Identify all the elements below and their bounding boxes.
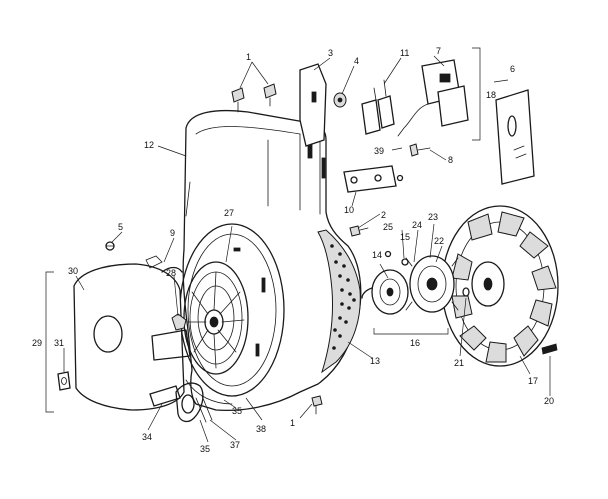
callout-31: 31 — [54, 338, 64, 348]
callout-34: 34 — [142, 432, 152, 442]
callout-9: 9 — [170, 228, 175, 238]
callout-14: 14 — [372, 250, 382, 260]
callout-2: 2 — [381, 210, 386, 220]
callout-1-top: 1 — [246, 52, 251, 62]
callout-6: 6 — [510, 64, 515, 74]
callout-30: 30 — [68, 266, 78, 276]
starter-pulley-assembly — [179, 223, 285, 405]
callout-23: 23 — [428, 212, 438, 222]
callout-17: 17 — [528, 376, 538, 386]
callout-13: 13 — [370, 356, 380, 366]
callout-35-right: 35 — [232, 406, 242, 416]
starter-cover — [57, 241, 213, 423]
callout-21: 21 — [454, 358, 464, 368]
callout-37: 37 — [230, 440, 240, 450]
callout-18: 18 — [486, 90, 496, 100]
callout-15: 15 — [400, 232, 410, 242]
callout-25: 25 — [383, 222, 393, 232]
callout-38: 38 — [256, 424, 266, 434]
clutch-pulley — [361, 250, 459, 315]
callout-16: 16 — [410, 338, 420, 348]
callout-12: 12 — [144, 140, 154, 150]
leader-lines — [45, 47, 551, 443]
callout-29: 29 — [32, 338, 42, 348]
rotating-screen-texture — [330, 244, 356, 350]
callout-22: 22 — [434, 236, 444, 246]
flywheel — [441, 205, 559, 367]
ignition-components — [299, 59, 535, 193]
callout-28: 28 — [166, 268, 176, 278]
callout-7: 7 — [436, 46, 441, 56]
callout-27: 27 — [224, 208, 234, 218]
callout-11: 11 — [400, 48, 409, 58]
callout-1-bottom: 1 — [290, 418, 295, 428]
callout-24: 24 — [412, 220, 422, 230]
callout-5: 5 — [118, 222, 123, 232]
screws — [231, 83, 369, 415]
callout-20: 20 — [544, 396, 554, 406]
callout-3: 3 — [328, 48, 333, 58]
callout-labels: 1 1 2 3 4 5 6 7 8 9 10 11 12 13 14 15 16… — [32, 46, 554, 454]
callout-10: 10 — [344, 205, 354, 215]
callout-8: 8 — [448, 155, 453, 165]
callout-39: 39 — [374, 146, 384, 156]
callout-4: 4 — [354, 56, 359, 66]
callout-35-bottom: 35 — [200, 444, 210, 454]
